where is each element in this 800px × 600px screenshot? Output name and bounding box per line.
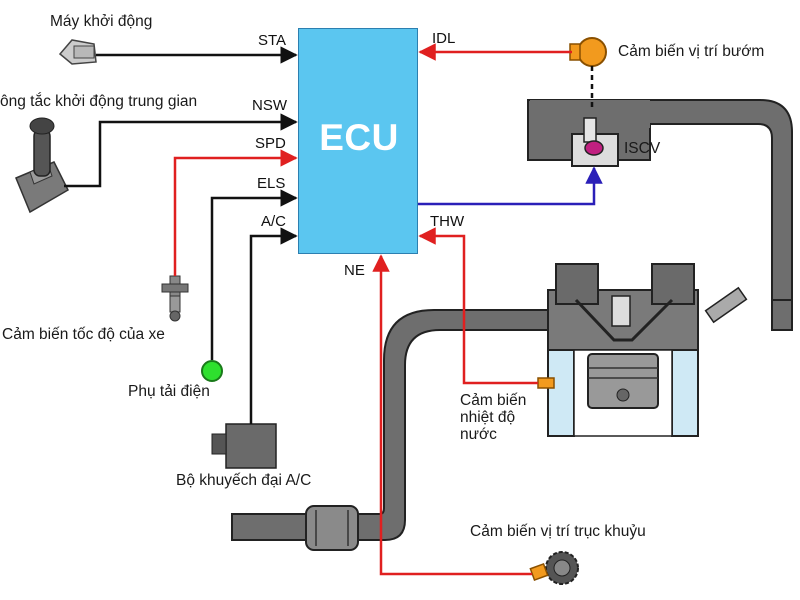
spark-plug [611, 295, 631, 327]
label-neutral-switch: ông tắc khởi động trung gian [0, 93, 198, 110]
label-iscv: ISCV [624, 140, 661, 157]
label-crank-sensor: Cảm biến vị trí trục khuỷu [470, 523, 646, 540]
signal-ne: NE [344, 262, 365, 279]
signal-idl: IDL [432, 30, 456, 47]
iscv-valve [571, 117, 619, 167]
label-electrical-load: Phụ tải điện [128, 383, 210, 400]
label-ac-amplifier: Bộ khuyếch đại A/C [176, 472, 312, 489]
speed-sensor-icon [161, 275, 189, 322]
electrical-load-icon [201, 360, 223, 382]
ecu-title: ECU [319, 117, 399, 158]
injector [704, 286, 748, 324]
throttle-sensor-icon [569, 37, 607, 108]
label-speed-sensor: Cảm biến tốc độ của xe [2, 326, 165, 343]
catalytic-converter [305, 505, 359, 551]
signal-spd: SPD [255, 135, 286, 152]
signal-thw: THW [430, 213, 465, 230]
crank-sensor-icon [529, 551, 579, 585]
label-starter: Máy khởi động [50, 13, 153, 30]
starter-icon [58, 39, 97, 65]
label-coolant-sensor-2: nhiệt độ [460, 409, 516, 426]
signal-els: ELS [257, 175, 286, 192]
label-coolant-sensor-3: nước [460, 426, 497, 443]
signal-sta: STA [258, 32, 287, 49]
signal-ac: A/C [261, 213, 287, 230]
gear-shifter-icon [15, 117, 69, 214]
wires [64, 43, 603, 576]
engine-cylinder [547, 263, 748, 437]
ac-amplifier-icon [211, 423, 277, 469]
signal-nsw: NSW [252, 97, 287, 114]
label-throttle-sensor: Cảm biến vị trí bướm [618, 43, 765, 60]
ecu-box: ECU [298, 28, 418, 254]
coolant-sensor-icon [537, 377, 555, 389]
label-coolant-sensor-1: Cảm biến [460, 392, 527, 409]
